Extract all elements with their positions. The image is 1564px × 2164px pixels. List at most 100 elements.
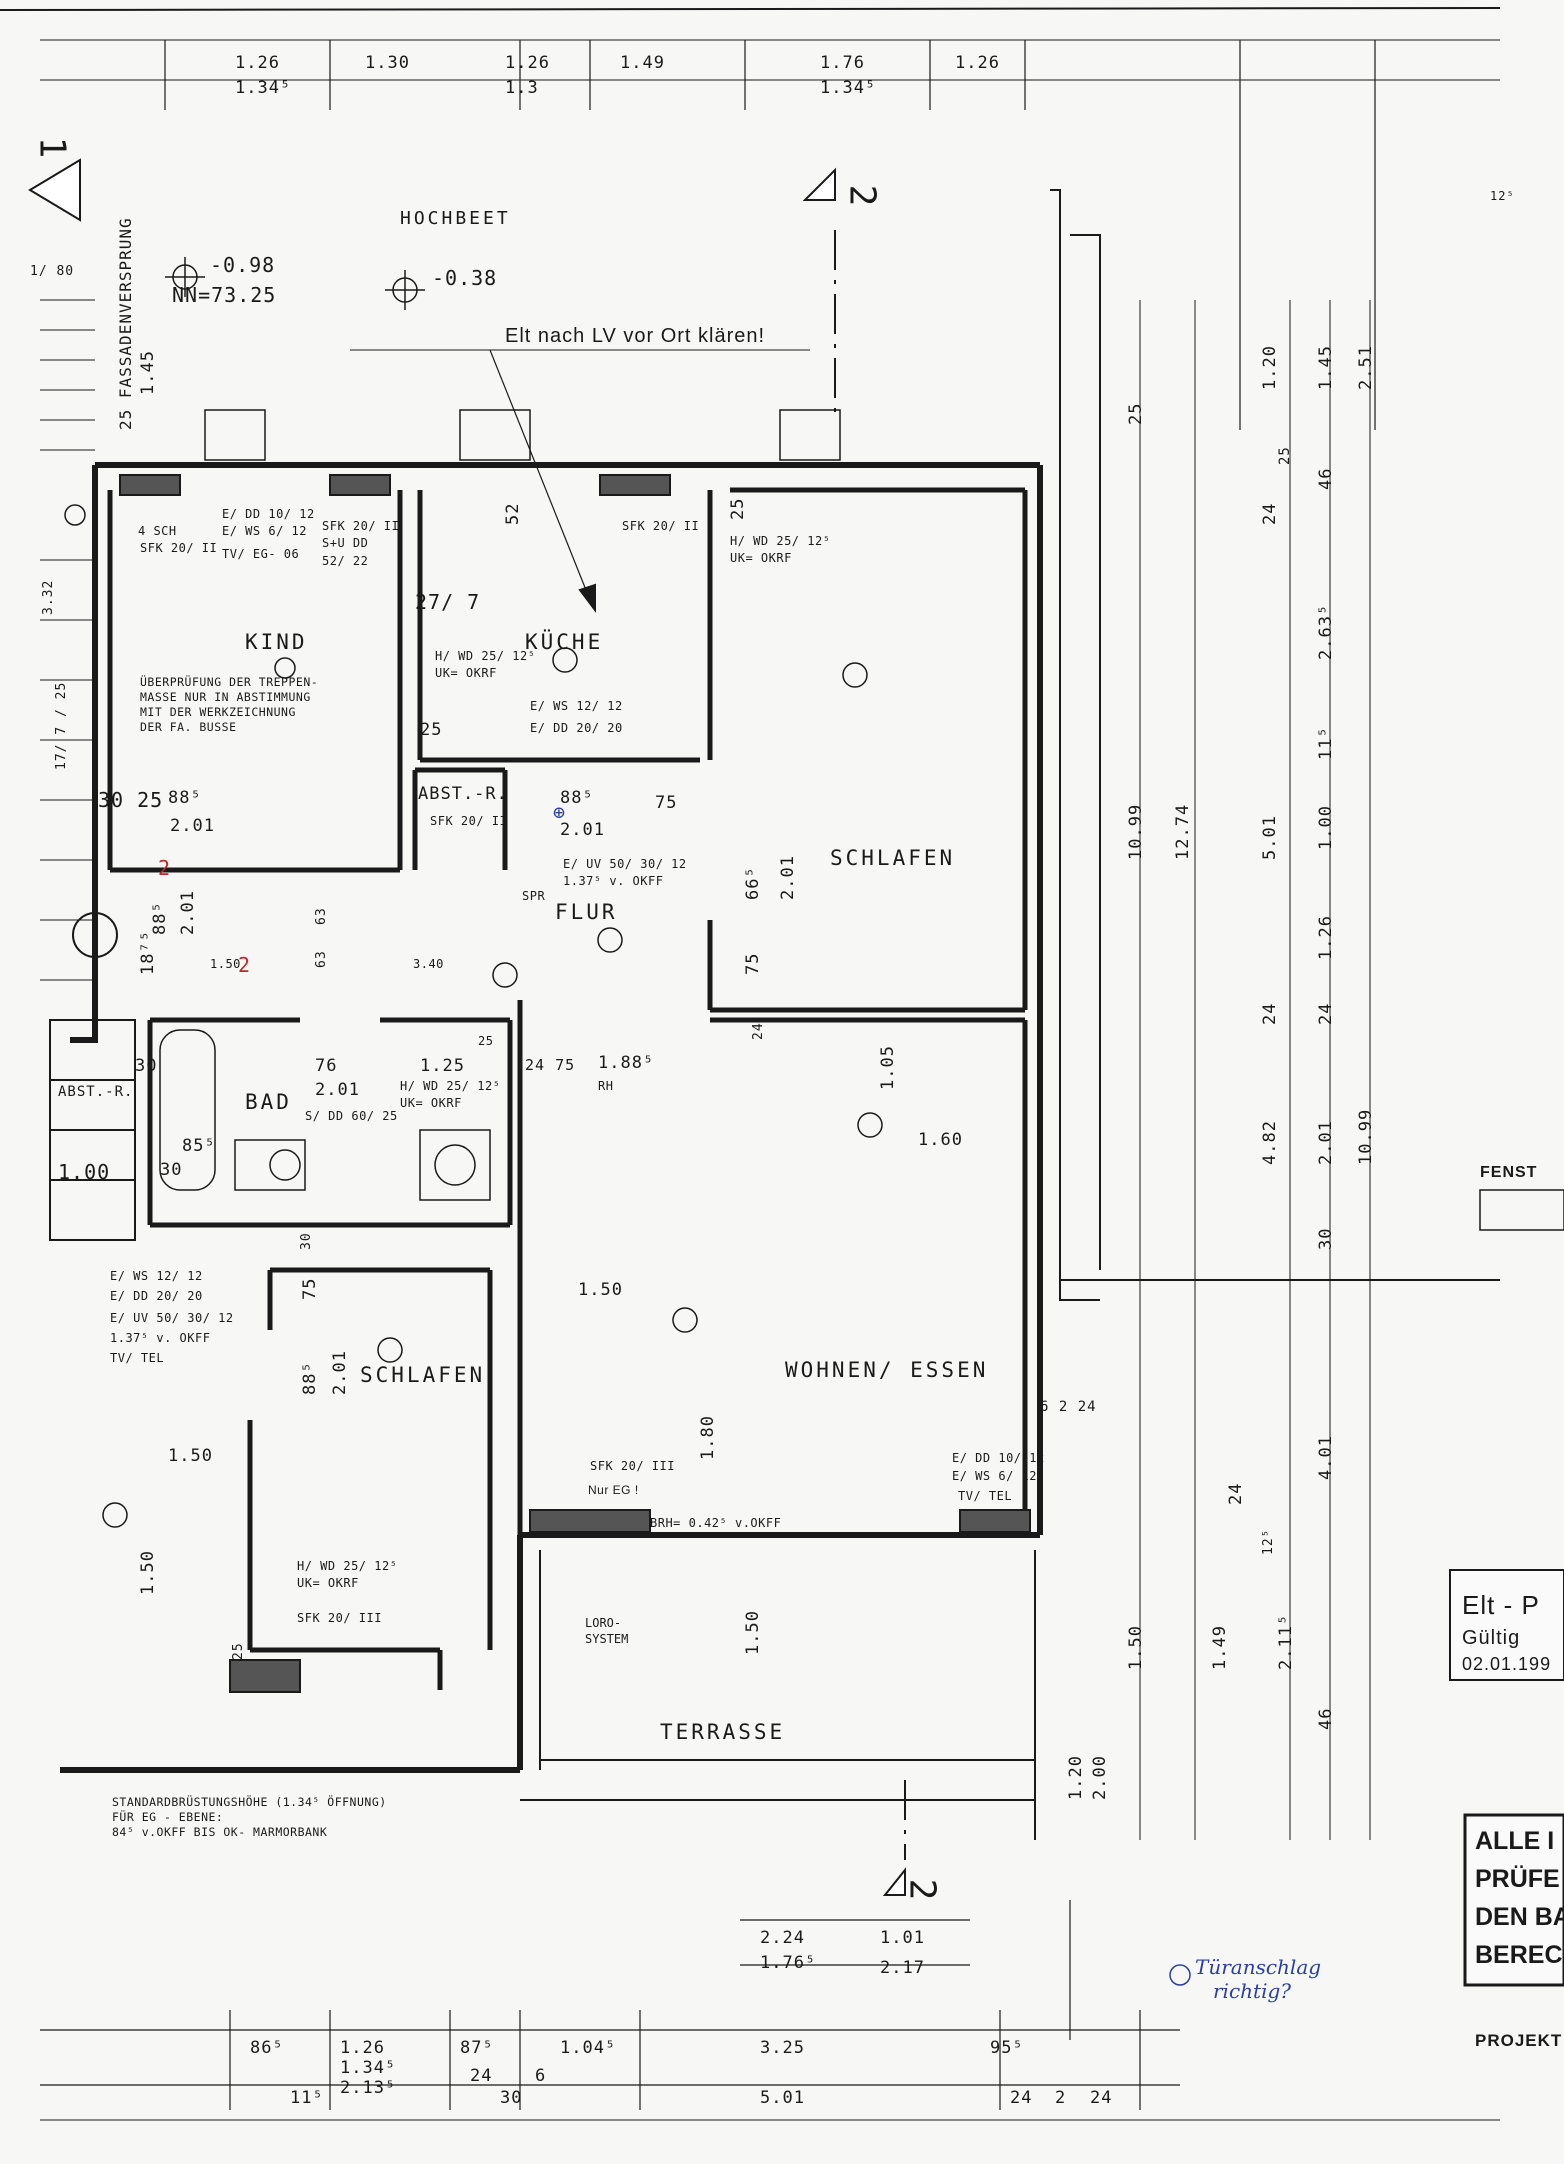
room-label-wohnen-essen: WOHNEN/ ESSEN bbox=[785, 1358, 989, 1382]
dim-inner: 4.01 bbox=[1316, 1435, 1336, 1480]
elec-label: 1.37⁵ v. OKFF bbox=[110, 1331, 211, 1345]
elec-label: SFK 20/ II bbox=[322, 519, 400, 533]
dim-inner: 3.32 bbox=[41, 579, 56, 615]
stamp-status: Gültig bbox=[1462, 1627, 1521, 1649]
elec-label: 4 SCH bbox=[138, 524, 177, 538]
dim-inner: 24 75 bbox=[525, 1056, 576, 1074]
elec-label: E/ WS 6/ 12 bbox=[222, 524, 307, 538]
elec-label: SFK 20/ III bbox=[590, 1459, 675, 1473]
elec-label: H/ WD 25/ 12⁵ bbox=[435, 649, 536, 663]
dim-bottom: 1.76⁵ bbox=[760, 1953, 817, 1973]
fenst-label: FENST bbox=[1480, 1164, 1538, 1181]
dim-inner: 17/ 7 / 25 bbox=[54, 681, 69, 770]
dim-inner: 25 bbox=[420, 720, 443, 740]
dim-inner: 1.25 bbox=[420, 1056, 465, 1076]
pruefung-line: MASSE NUR IN ABSTIMMUNG bbox=[140, 690, 311, 704]
dim-inner: 5.01 bbox=[1260, 815, 1280, 860]
dim-inner: 1.49 bbox=[1210, 1625, 1230, 1670]
dim-inner: 24 bbox=[1316, 1002, 1336, 1025]
room-label-abst: ABST.-R. bbox=[418, 784, 508, 804]
dim-top: 1.76 bbox=[820, 53, 865, 73]
side-box-line: DEN BA bbox=[1475, 1903, 1564, 1931]
elec-label: H/ WD 25/ 12⁵ bbox=[730, 534, 831, 548]
dim-inner: 25 bbox=[728, 497, 748, 520]
room-label-kind: KIND bbox=[245, 630, 308, 654]
room-label-terrasse: TERRASSE bbox=[660, 1720, 786, 1744]
dim-inner: 12⁵ bbox=[1261, 1528, 1276, 1555]
dim-inner: 1.50 bbox=[210, 957, 241, 971]
elec-label: E/ WS 6/ 12 bbox=[952, 1469, 1037, 1483]
red-mark-2: 2 bbox=[158, 856, 172, 880]
dim-inner: 24 bbox=[1226, 1482, 1246, 1505]
room-label-schlafen-top: SCHLAFEN bbox=[830, 846, 956, 870]
dim-inner: 2.01 bbox=[560, 820, 605, 840]
dim-inner: 2.00 bbox=[1090, 1755, 1110, 1800]
standard-note: STANDARDBRÜSTUNGSHÖHE (1.34⁵ ÖFFNUNG) FÜ… bbox=[112, 1795, 387, 1840]
elec-label: SFK 20/ II bbox=[430, 814, 508, 828]
elec-label: UK= OKRF bbox=[730, 551, 792, 565]
dim-inner: 1.20 bbox=[1066, 1755, 1086, 1800]
elec-label: E/ WS 12/ 12 bbox=[530, 699, 623, 713]
dim-inner: 46 bbox=[1316, 467, 1336, 490]
stamp-date: 02.01.199 bbox=[1462, 1654, 1552, 1674]
elec-label: TV/ TEL bbox=[958, 1489, 1013, 1503]
elec-label: E/ DD 10/ 12 bbox=[952, 1451, 1045, 1465]
dim-inner: 2.01 bbox=[315, 1080, 360, 1100]
dim-bottom: 24 bbox=[1090, 2088, 1113, 2108]
side-box-line: ALLE I bbox=[1475, 1827, 1555, 1855]
nur-eg-note: Nur EG ! bbox=[588, 1483, 639, 1497]
room-label-bad: BAD bbox=[245, 1090, 292, 1114]
dim-bottom: 2 bbox=[1055, 2088, 1067, 2108]
room-label-flur: FLUR bbox=[555, 900, 618, 924]
handwritten-note: Türanschlag richtig? bbox=[1195, 1955, 1321, 2003]
elec-label: 52/ 22 bbox=[322, 554, 369, 568]
dim-inner: 1.26 bbox=[1316, 915, 1336, 960]
room-label-schlafen-bottom: SCHLAFEN bbox=[360, 1363, 486, 1387]
dim-inner: 2.01 bbox=[330, 1350, 350, 1395]
dim-inner: 10.99 bbox=[1356, 1108, 1376, 1165]
dim-inner: 1.45 bbox=[1316, 345, 1336, 390]
elec-label: SFK 20/ II bbox=[140, 541, 218, 555]
dim-bottom: 24 bbox=[470, 2066, 493, 2086]
dim-inner: 30 bbox=[135, 1056, 158, 1076]
stamp-title: Elt - P bbox=[1462, 1590, 1540, 1620]
loro-line: LORO- bbox=[585, 1616, 622, 1630]
dim-inner: 25 bbox=[1126, 402, 1146, 425]
dim-inner: 2.01 bbox=[1316, 1120, 1336, 1165]
elec-label: UK= OKRF bbox=[400, 1096, 462, 1110]
pruefung-line: DER FA. BUSSE bbox=[140, 720, 237, 734]
dim-inner: 30 bbox=[160, 1160, 183, 1180]
blue-mark: ⊕ bbox=[553, 800, 567, 824]
standard-line: FÜR EG - EBENE: bbox=[112, 1810, 224, 1824]
dim-inner: 30 bbox=[1316, 1227, 1336, 1250]
dim-inner: 63 bbox=[314, 950, 329, 968]
dim-inner: 24 bbox=[751, 1022, 766, 1040]
dim-bottom: 95⁵ bbox=[990, 2038, 1024, 2058]
dim-bottom: 1.04⁵ bbox=[560, 2038, 617, 2058]
dim-inner: RH bbox=[598, 1079, 614, 1093]
dim-bottom: 5.01 bbox=[760, 2088, 805, 2108]
dim-inner: 11⁵ bbox=[1316, 726, 1336, 760]
dim-inner: 10.99 bbox=[1126, 803, 1146, 860]
dim-inner: 75 bbox=[655, 793, 678, 813]
dim-inner: 6 2 24 bbox=[1040, 1399, 1097, 1415]
elec-label: E/ DD 10/ 12 bbox=[222, 507, 315, 521]
dim-inner: 25 bbox=[231, 1642, 246, 1660]
dim-bottom: 24 bbox=[1010, 2088, 1033, 2108]
dim-bottom: 86⁵ bbox=[250, 2038, 284, 2058]
dim-inner: 1.88⁵ bbox=[598, 1053, 655, 1073]
level-label: NN=73.25 bbox=[172, 283, 277, 307]
dim-top: 1.34⁵ bbox=[235, 78, 292, 98]
dim-bottom: 1.34⁵ bbox=[340, 2058, 397, 2078]
loro-line: SYSTEM bbox=[585, 1632, 629, 1646]
dim-bottom: 2.24 bbox=[760, 1928, 805, 1948]
room-label-abst-left: ABST.-R. bbox=[58, 1084, 134, 1100]
dim-inner: 30 25 bbox=[98, 788, 164, 812]
dim-inner: 1.00 bbox=[1316, 805, 1336, 850]
dim-inner: 1.20 bbox=[1260, 345, 1280, 390]
dim-inner: 1.05 bbox=[878, 1045, 898, 1090]
side-box-line: PRÜFE bbox=[1475, 1865, 1560, 1893]
dim-bottom: 2.17 bbox=[880, 1958, 925, 1978]
pruefung-line: ÜBERPRÜFUNG DER TREPPEN- bbox=[140, 675, 319, 689]
